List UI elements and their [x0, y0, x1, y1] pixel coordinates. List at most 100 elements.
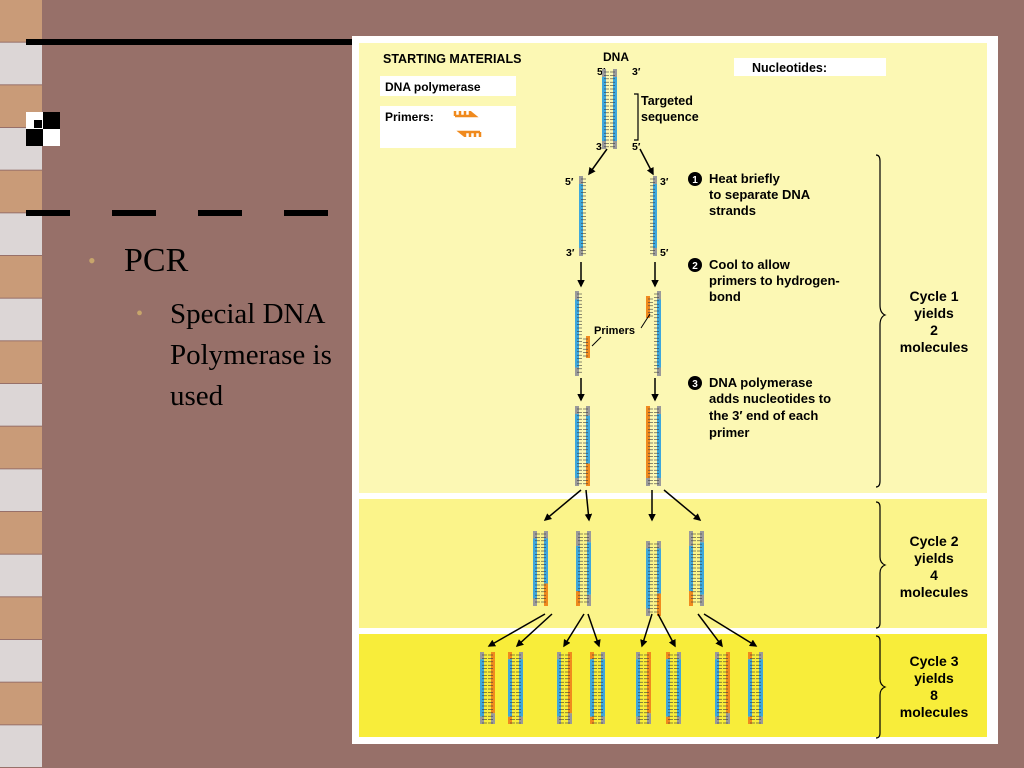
extended-left-right: [583, 406, 590, 486]
targeted-label-2: sequence: [641, 110, 699, 124]
cycle2-duplex-1-left: [533, 531, 540, 606]
nucleotides-label: Nucleotides:: [752, 61, 827, 75]
dna-3prime-top: 3′: [632, 66, 641, 78]
extended-right-right: [654, 406, 661, 486]
separated-strand-left: [579, 176, 586, 256]
cycle1-label: Cycle 1 yields 2 molecules: [900, 288, 969, 355]
extended-right-left: [646, 406, 653, 486]
starting-materials-title: STARTING MATERIALS: [383, 52, 521, 66]
svg-text:yields: yields: [914, 670, 954, 686]
branch-arrow: [697, 613, 723, 648]
bullet-list: PCR Special DNA Polymerase is used: [88, 238, 350, 417]
svg-text:molecules: molecules: [900, 704, 969, 720]
cycle2-duplex-3-right: [654, 541, 661, 616]
primers-label: Primers:: [385, 110, 434, 124]
step2-line1: Cool to allow: [709, 257, 791, 272]
extended-left-left: [575, 406, 582, 486]
step3-line4: primer: [709, 425, 749, 440]
step1-number-icon: [688, 172, 702, 186]
branch-arrow: [584, 489, 593, 522]
svg-text:3: 3: [692, 379, 698, 390]
cycle1-bracket: [875, 154, 887, 488]
step1-line3: strands: [709, 203, 756, 218]
stripe-block: [0, 384, 42, 426]
cycle2-duplex-4-right: [697, 531, 704, 606]
branch-arrow: [563, 613, 585, 648]
step-2: 2 Cool to allow primers to hydrogen- bon…: [688, 257, 840, 304]
stripe-block: [0, 298, 42, 341]
step3-line1: DNA polymerase: [709, 375, 813, 390]
dna-3prime-bottom: 3′: [596, 141, 605, 153]
step3-line3: the 3′ end of each: [709, 408, 818, 423]
cycle3-duplex-3-left: [557, 652, 564, 724]
primer-arrows-icon: [453, 111, 482, 137]
cycle2-duplex-3-left: [646, 541, 653, 616]
cycle3-bracket: [875, 635, 887, 739]
sep-right-3prime: 3′: [660, 176, 669, 188]
svg-text:8: 8: [930, 687, 938, 703]
cycle3-duplex-3-right: [565, 652, 572, 724]
stripe-block: [0, 512, 42, 554]
cycle2-duplex-1-right: [541, 531, 548, 606]
primers-callout-line-left: [591, 336, 602, 347]
stripe-block: [0, 682, 42, 725]
step1-line2: to separate DNA: [709, 187, 811, 202]
anneal-left-primer: [583, 336, 590, 358]
cycle3-duplex-1-right: [488, 652, 495, 724]
nucleotides-box: [734, 58, 886, 76]
primers-callout-line-right: [640, 313, 651, 329]
arrow-separate-left: [588, 148, 608, 176]
anneal-right-template: [654, 291, 661, 376]
strand-layer: [480, 69, 763, 724]
cycle3-duplex-8-right: [756, 652, 763, 724]
branch-arrow: [703, 613, 758, 647]
branch-arrow: [515, 613, 553, 648]
stripe-block: [0, 640, 42, 682]
cycle3-duplex-8-left: [748, 652, 755, 724]
cycle2-duplex-2-left: [576, 531, 583, 606]
cycle3-duplex-4-right: [598, 652, 605, 724]
step2-line3: bond: [709, 289, 741, 304]
cycle2-panel: [359, 499, 987, 628]
anneal-left-template: [575, 291, 582, 376]
cycle3-duplex-2-right: [516, 652, 523, 724]
svg-text:1: 1: [692, 175, 698, 186]
checker-square-icon: [26, 112, 60, 146]
step2-number-icon: [688, 258, 702, 272]
svg-text:yields: yields: [914, 550, 954, 566]
branch-arrow: [487, 613, 546, 647]
branch-arrows: [487, 489, 758, 648]
cycle3-duplex-5-right: [644, 652, 651, 724]
primers-callout: Primers: [594, 325, 635, 337]
svg-text:Cycle 2: Cycle 2: [909, 533, 958, 549]
stripe-block: [0, 256, 42, 298]
svg-text:yields: yields: [914, 305, 954, 321]
arrow-separate-right: [639, 148, 654, 176]
cycle3-duplex-7-left: [715, 652, 722, 724]
bullet-pcr: PCR: [88, 238, 350, 284]
cycle3-duplex-7-right: [723, 652, 730, 724]
dna-5prime-top: 5′: [597, 66, 606, 78]
svg-text:Cycle 3: Cycle 3: [909, 653, 958, 669]
branch-arrow: [657, 613, 676, 648]
targeted-label-1: Targeted: [641, 94, 693, 108]
cycle2-label: Cycle 2 yields 4 molecules: [900, 533, 969, 600]
sep-left-5prime: 5′: [565, 176, 574, 188]
dna-5prime-bottom: 5′: [632, 141, 641, 153]
top-rule: [26, 39, 352, 45]
dna-polymerase-label: DNA polymerase: [385, 80, 481, 94]
branch-arrow: [587, 613, 601, 648]
stripe-block: [0, 170, 42, 213]
sep-right-5prime: 5′: [660, 247, 669, 259]
svg-text:4: 4: [930, 567, 938, 583]
cycle3-label: Cycle 3 yields 8 molecules: [900, 653, 969, 720]
dna-original-right: [610, 69, 617, 149]
cycle2-bracket: [875, 501, 887, 629]
step3-line2: adds nucleotides to: [709, 391, 831, 406]
cycle3-duplex-1-left: [480, 652, 487, 724]
svg-text:molecules: molecules: [900, 584, 969, 600]
dna-title: DNA: [603, 50, 629, 64]
step1-line1: Heat briefly: [709, 171, 781, 186]
step-1: 1 Heat briefly to separate DNA strands: [688, 171, 811, 218]
cycle2-duplex-2-right: [584, 531, 591, 606]
